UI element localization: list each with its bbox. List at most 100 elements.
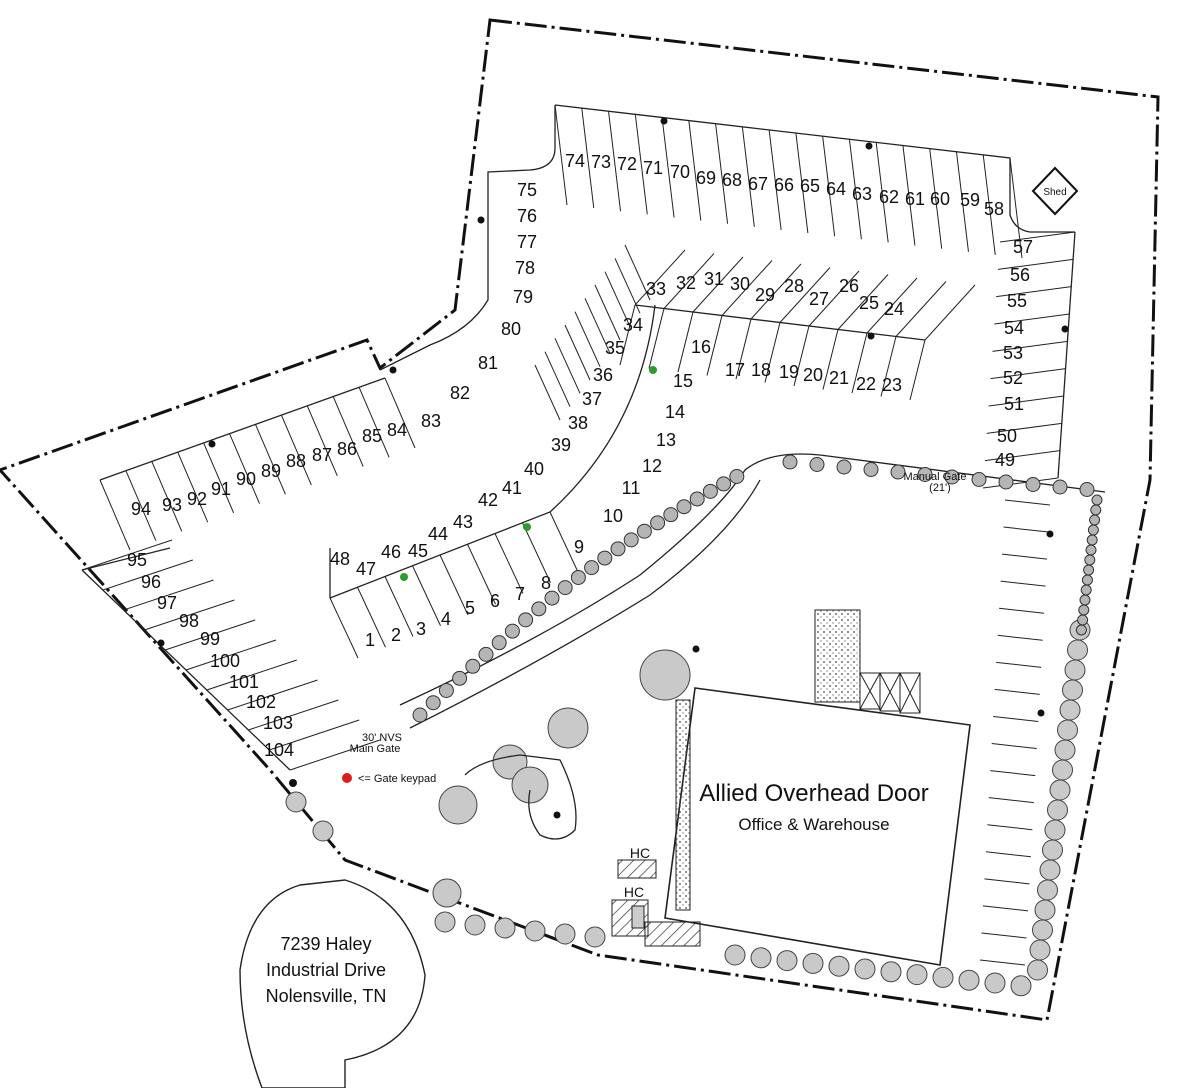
parking-space-45: 45 [408,541,428,561]
parking-space-80: 80 [501,319,521,339]
shrub-icon [412,707,428,723]
parking-space-104: 104 [264,740,294,760]
stall-line [998,258,1074,270]
shrub-icon [984,972,1006,994]
parking-space-58: 58 [984,199,1004,219]
parking-space-103: 103 [263,713,293,733]
parking-space-3: 3 [416,619,426,639]
parking-space-65: 65 [800,176,820,196]
stall-line [994,313,1070,325]
building-subtitle: Office & Warehouse [738,815,889,834]
parking-space-89: 89 [261,461,281,481]
shrub-icon [802,952,824,974]
building [611,609,971,966]
shrub-icon [750,947,772,969]
shrub-icon [584,560,600,576]
parking-space-101: 101 [229,672,259,692]
stall-line [1000,580,1046,587]
stall-line [248,699,339,731]
shrub-icon [636,523,652,539]
stall-line [992,340,1068,352]
parking-space-73: 73 [591,152,611,172]
main-gate-label-2: Main Gate [350,743,401,755]
parking-space-93: 93 [162,495,182,515]
shrub-icon [958,969,980,991]
shrub-icon [1052,759,1073,781]
stall-line [750,263,802,320]
shrub-icon [932,966,954,988]
hc-stall-upper [617,859,657,879]
parking-space-32: 32 [676,273,696,293]
property-boundary [0,18,1160,1022]
parking-space-54: 54 [1004,318,1024,338]
parking-space-24: 24 [884,299,904,319]
hc-label-upper: HC [630,845,650,861]
shrub-icon [917,467,933,482]
stall-line [467,544,496,605]
stall-line [982,154,996,255]
stall-line [634,114,648,215]
shrub-icon [1091,494,1103,506]
gate-keypad-label: <= Gate keypad [358,773,436,785]
stall-line [924,284,976,341]
parking-space-15: 15 [673,371,693,391]
parking-space-96: 96 [141,572,161,592]
shrub-icon [863,462,879,477]
parking-space-98: 98 [179,611,199,631]
stall-line [439,554,469,616]
parking-space-81: 81 [478,353,498,373]
shrub-icon [1083,564,1095,576]
stall-line [999,607,1045,614]
shrub-icon [1049,779,1071,801]
shrub-icon [729,469,745,485]
stall-line [206,659,297,691]
center-islands [329,244,976,659]
stall-line [993,715,1039,722]
stall-line [549,511,579,573]
stall-line [902,145,916,246]
parking-space-74: 74 [565,151,585,171]
stall-line [793,325,810,387]
stall-line [996,286,1072,298]
stall-line [851,332,868,394]
stall-line [981,932,1027,939]
stall-line [227,679,318,711]
shrub-icon [1085,544,1097,556]
shrub-icon [491,635,507,651]
shrub-icon [1059,699,1081,721]
parking-space-34: 34 [623,315,643,335]
shrub-icon [1052,479,1068,495]
stall-line [554,338,581,394]
parking-space-4: 4 [441,609,451,629]
stall-line [619,304,636,366]
stall-line [706,315,723,376]
stall-line [999,231,1076,243]
parking-space-83: 83 [421,411,441,431]
stall-line [229,433,261,504]
parking-space-6: 6 [490,591,500,611]
shrub-icon [1032,919,1053,941]
shrub-icon [1086,534,1098,546]
shrub-icon [663,507,679,523]
parking-space-51: 51 [1004,394,1024,414]
shrub-icon [1081,574,1093,586]
parking-space-82: 82 [450,383,470,403]
stall-line [648,308,665,369]
shrub-icon [524,920,546,942]
shrub-icon [689,491,705,507]
stall-line [929,148,943,249]
stall-line [151,461,183,532]
manual-gate-width: (21') [929,482,951,494]
shrub-icon [1079,594,1091,606]
parking-space-62: 62 [879,187,899,207]
stall-line [608,111,622,212]
hc-label-lower: HC [624,884,644,900]
shrub-icon [1039,859,1061,881]
shrub-icon [1029,939,1051,961]
stall-line [982,905,1028,912]
shrub-icon [425,695,441,711]
parking-space-86: 86 [337,439,357,459]
stall-line [102,559,193,591]
stall-line [848,139,862,240]
shrub-icon [1079,482,1095,497]
